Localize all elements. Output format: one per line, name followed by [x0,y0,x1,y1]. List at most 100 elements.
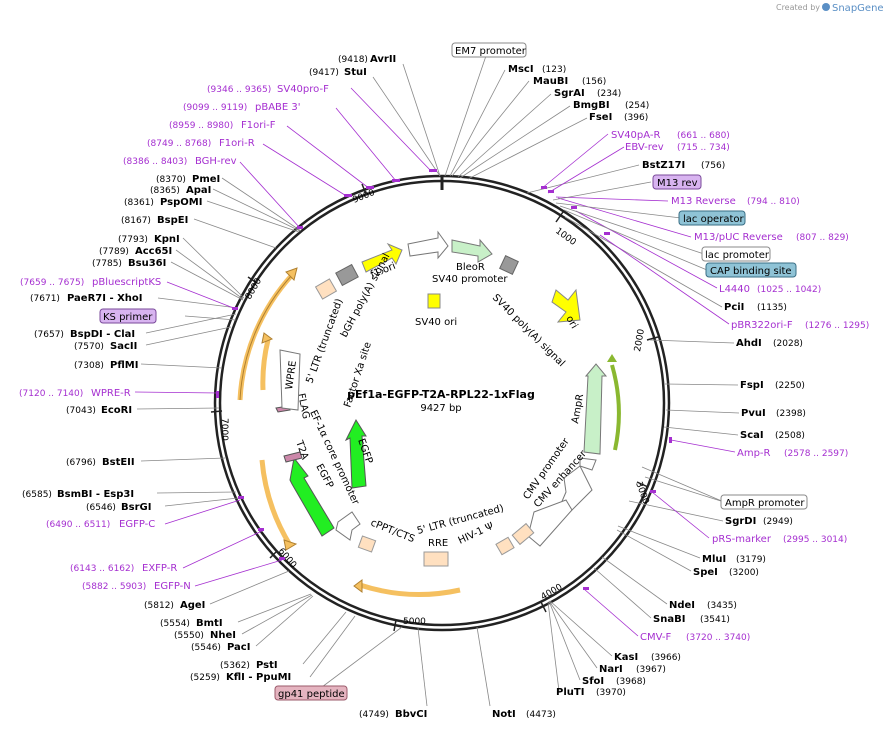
brand-name: SnapGene [832,3,884,14]
primer-exfp-r[interactable]: EXFP-R [142,563,177,574]
site-fsei[interactable]: FseI [589,112,612,123]
site-nari[interactable]: NarI [599,664,623,675]
feature-arcs [237,267,621,597]
site-pcii[interactable]: PciI [724,302,744,313]
primer-wpre-r[interactable]: WPRE-R [91,388,131,399]
site-pmei[interactable]: PmeI [192,174,220,185]
primer-sv40pro-f[interactable]: SV40pro-F [277,84,329,95]
site-bsrgi[interactable]: BsrGI [121,502,151,513]
ampr-promoter-label[interactable]: AmpR promoter [725,498,805,509]
gp41-peptide-box [274,685,348,701]
primer-range: (2995 .. 3014) [783,535,847,545]
primer-f1ori-f[interactable]: F1ori-F [241,120,276,131]
lac-operator-label[interactable]: lac operator [683,214,744,225]
em7-promoter-label[interactable]: EM7 promoter [455,46,527,57]
primer-egfp-n[interactable]: EGFP-N [154,581,191,592]
site-pos: (2508) [775,431,805,441]
site-stui[interactable]: StuI [344,67,367,78]
site-pos: (2028) [773,339,803,349]
site-mlui[interactable]: MluI [702,554,726,565]
lac-promoter-box [701,246,771,262]
site-pvui[interactable]: PvuI [741,408,766,419]
site-bmti[interactable]: BmtI [196,618,223,629]
site-bbvci[interactable]: BbvCI [395,709,427,720]
site-msci[interactable]: MscI [508,64,534,75]
site-kpni[interactable]: KpnI [154,234,180,245]
primer-range: (6143 .. 6162) [70,564,134,574]
site-pos: (5812) [144,601,174,611]
ks-primer-label[interactable]: KS primer [103,312,153,323]
site-nhei[interactable]: NheI [210,630,236,641]
site-paer7i-xhoi[interactable]: PaeR7I - XhoI [67,293,143,304]
lac-promoter-label[interactable]: lac promoter [705,250,770,261]
site-pos: (8370) [156,175,186,185]
site-pos: (3179) [736,555,766,565]
primer-m13-puc-reverse[interactable]: M13/pUC Reverse [694,232,783,243]
site-bspei[interactable]: BspEI [157,215,188,226]
site-agei[interactable]: AgeI [180,600,205,611]
orf-arrow-2-icon [261,332,274,344]
primer-m13-reverse[interactable]: M13 Reverse [671,196,736,207]
ampr-orf-arc [610,364,621,451]
wpre-label: WPRE [284,360,299,390]
primer-pbluescriptks[interactable]: pBluescriptKS [92,277,161,288]
cap-binding-site-label[interactable]: CAP binding site [710,266,792,277]
primer-amp-r[interactable]: Amp-R [737,448,771,459]
site-bsteii[interactable]: BstEII [102,457,135,468]
site-pluti[interactable]: PluTI [556,687,584,698]
site-pflmi[interactable]: PflMI [110,360,138,371]
site-apai[interactable]: ApaI [186,185,211,196]
site-psti[interactable]: PstI [256,660,278,671]
site-pos: (7043) [66,406,96,416]
primer-egfp-c[interactable]: EGFP-C [119,519,155,530]
primer-cmv-f[interactable]: CMV-F [640,632,671,643]
egfp-2-feature [289,456,335,537]
box-leader-lines [184,49,725,694]
site-paci[interactable]: PacI [227,642,250,653]
site-snabi[interactable]: SnaBI [653,614,685,625]
site-noti[interactable]: NotI [492,709,516,720]
primer-f1ori-r[interactable]: F1ori-R [219,138,255,149]
site-ahdi[interactable]: AhdI [736,338,762,349]
site-sacii[interactable]: SacII [110,341,137,352]
site-pos: (8361) [124,198,154,208]
m13-rev-label[interactable]: M13 rev [657,178,698,189]
primer-pbr322ori-f[interactable]: pBR322ori-F [731,320,793,331]
site-acc65i[interactable]: Acc65I [135,246,172,257]
site-pspomi[interactable]: PspOMI [160,197,202,208]
site-pos: (5546) [191,643,221,653]
site-fspi[interactable]: FspI [740,380,764,391]
site-maubi[interactable]: MauBI [533,76,568,87]
site-bsmbi-esp3i[interactable]: BsmBI - Esp3I [57,489,134,500]
site-bstz17i[interactable]: BstZ17I [642,160,685,171]
primer-range: (7659 .. 7675) [20,278,84,288]
site-kfli-ppumi[interactable]: KflI - PpuMI [226,672,291,683]
site-kasi[interactable]: KasI [614,652,638,663]
site-pos: (396) [624,113,648,123]
site-pos: (3200) [729,568,759,578]
site-sgrdi[interactable]: SgrDI [725,516,756,527]
site-ndei[interactable]: NdeI [669,600,695,611]
tick-mark [269,550,278,559]
site-scai[interactable]: ScaI [740,430,764,441]
ampr-feature [583,363,608,455]
sv40-promoter-label: SV40 promoter [432,274,508,285]
site-sfoi[interactable]: SfoI [582,676,604,687]
primer-pbabe3[interactable]: pBABE 3' [255,102,301,113]
gp41-peptide-label[interactable]: gp41 peptide [278,689,345,700]
orf-arrow-3-icon [283,539,298,551]
primer-prs-marker[interactable]: pRS-marker [712,534,772,545]
site-sgrai[interactable]: SgrAI [554,88,585,99]
site-bmgbi[interactable]: BmgBI [573,100,610,111]
primer-l4440[interactable]: L4440 [719,284,750,295]
primer-bgh-rev[interactable]: BGH-rev [195,156,237,167]
cmv-enhancer-feature [527,499,573,547]
site-spei[interactable]: SpeI [693,567,718,578]
site-bsu36i[interactable]: Bsu36I [128,258,166,269]
site-ecori[interactable]: EcoRI [101,405,132,416]
site-avrii[interactable]: AvrII [370,54,396,65]
primer-ebv-rev[interactable]: EBV-rev [625,142,664,153]
site-bspdi-clai[interactable]: BspDI - ClaI [70,329,135,340]
tick-7000: 7000 [219,418,229,441]
primer-sv40pa-r[interactable]: SV40pA-R [611,130,660,141]
